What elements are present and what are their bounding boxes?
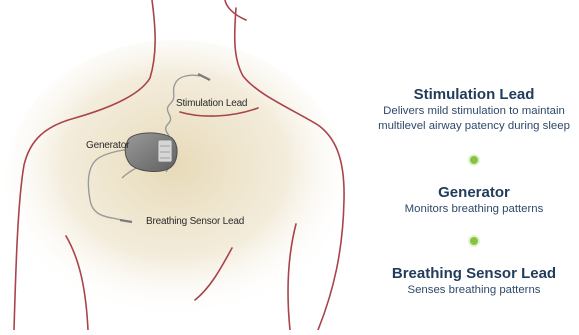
- generator-device: [125, 133, 177, 172]
- separator-dot: [470, 237, 478, 245]
- generator-header: [158, 140, 172, 162]
- torso-shading: [5, 40, 345, 320]
- legend-item-breathing-sensor-lead: Breathing Sensor Lead Senses breathing p…: [376, 265, 572, 298]
- torso-diagram-svg: [0, 0, 360, 330]
- breathing-sensor-lead-label: Breathing Sensor Lead: [146, 216, 244, 227]
- legend-description: multilevel airway patency during sleep: [376, 119, 572, 134]
- legend-description: Senses breathing patterns: [376, 283, 572, 298]
- legend-title: Stimulation Lead: [376, 86, 572, 104]
- legend-title: Breathing Sensor Lead: [376, 265, 572, 283]
- legend-description: Delivers mild stimulation to maintain: [376, 104, 572, 119]
- legend-title: Generator: [376, 184, 572, 202]
- legend-description: Monitors breathing patterns: [376, 202, 572, 217]
- legend-item-generator: Generator Monitors breathing patterns: [376, 184, 572, 217]
- generator-label: Generator: [86, 140, 129, 151]
- stimulation-lead-label: Stimulation Lead: [176, 98, 247, 109]
- separator-dot: [470, 156, 478, 164]
- torso-illustration: [0, 0, 360, 330]
- legend-item-stimulation-lead: Stimulation Lead Delivers mild stimulati…: [376, 86, 572, 134]
